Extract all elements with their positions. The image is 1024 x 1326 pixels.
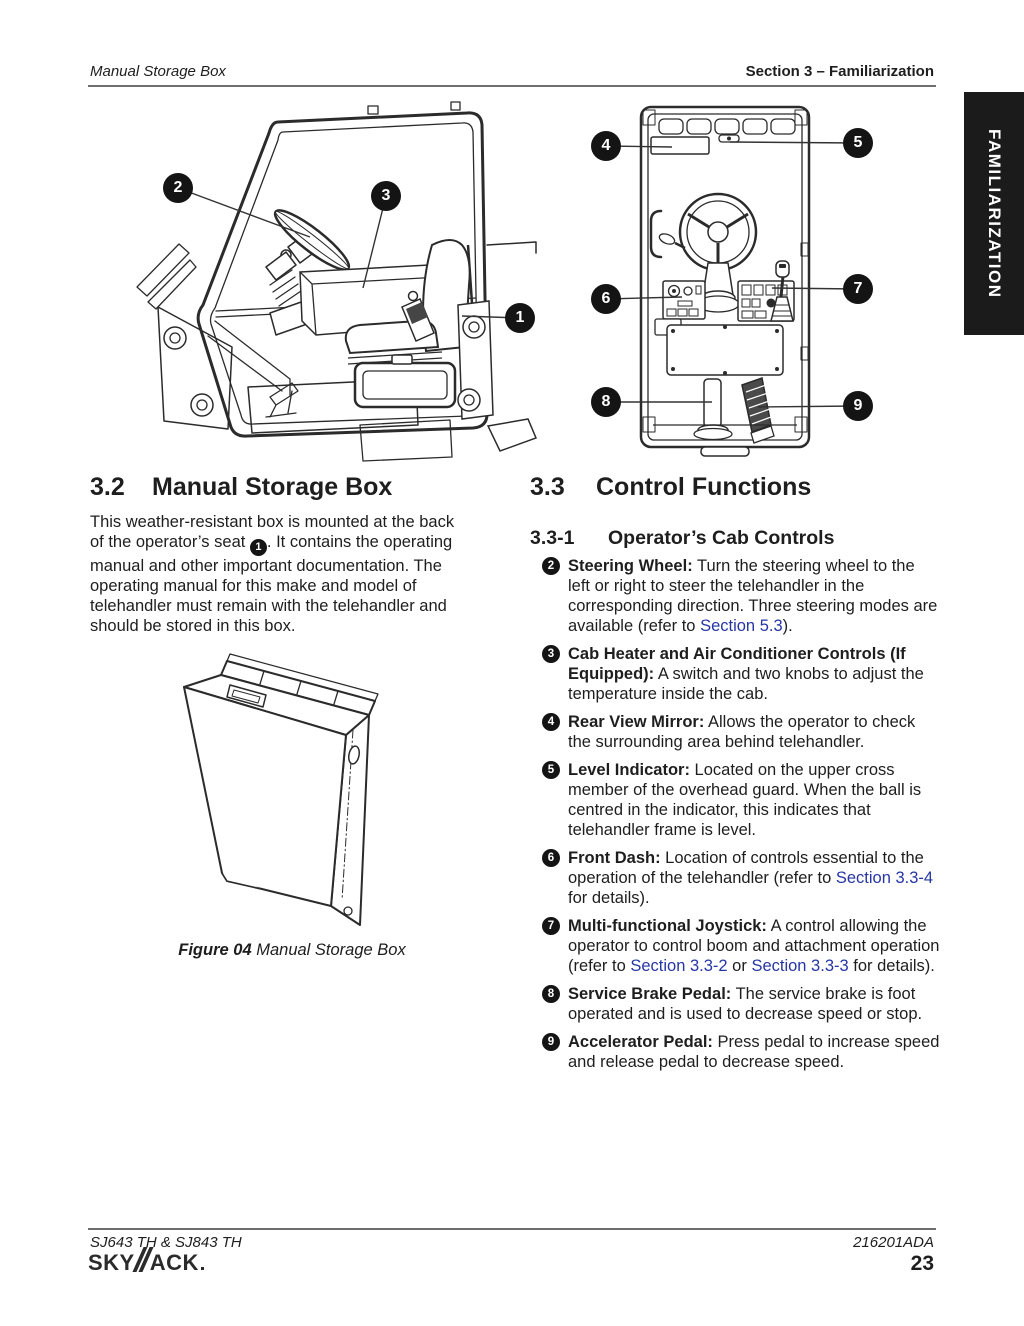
cab-front-view-diagram: 4 5 6 7 8 9: [575, 95, 955, 465]
figure-04-storage-box: [170, 645, 470, 937]
storage-box-line-art: [183, 653, 379, 926]
section-title: Control Functions: [596, 473, 812, 501]
diagram-callout-6: 6: [591, 284, 621, 314]
text-segment: or: [727, 957, 752, 975]
text-segment: ).: [782, 617, 793, 635]
diagram-callout-9: 9: [843, 391, 873, 421]
diagram-callout-2: 2: [163, 173, 193, 203]
cab-side-view-diagram: 2 3 1: [120, 95, 560, 465]
logo-text-post: ACK: [149, 1250, 199, 1275]
text-segment: Level Indicator:: [568, 761, 690, 779]
diagram-callout-7: 7: [843, 274, 873, 304]
text-segment: The service brake is foot operated and i…: [568, 985, 923, 1023]
text-segment: Rear View Mirror:: [568, 713, 705, 731]
skyjack-logo: SKY ACK: [88, 1247, 204, 1276]
text-segment: Figure 04: [178, 941, 257, 959]
item-text: Accelerator Pedal: Press pedal to increa…: [568, 1033, 939, 1071]
familiarization-side-tab: FAMILIARIZATION: [964, 92, 1024, 335]
diagram-callout-5: 5: [843, 128, 873, 158]
side-tab-label: FAMILIARIZATION: [985, 128, 1004, 299]
text-segment: Press pedal to increase speed and releas…: [568, 1033, 940, 1071]
logo-text-pre: SKY: [88, 1250, 135, 1275]
control-item-3: 3 Cab Heater and Air Conditioner Controls…: [530, 644, 940, 704]
item-text: Service Brake Pedal: The service brake i…: [568, 985, 922, 1023]
item-text: Level Indicator: Located on the upper cr…: [568, 761, 921, 839]
item-text: Steering Wheel: Turn the steering wheel …: [568, 557, 937, 635]
footer-doc-code: 216201ADA: [853, 1234, 934, 1251]
text-segment: for details).: [848, 957, 935, 975]
item-text: Multi-functional Joystick: A control all…: [568, 917, 939, 975]
control-item-4: 4 Rear View Mirror: Allows the operator t…: [530, 712, 940, 752]
logo-bolt-icon: [132, 1247, 154, 1272]
text-segment: This weather-resistant box is mounted at…: [90, 513, 455, 551]
text-segment: A switch and two knobs to adjust the tem…: [568, 665, 924, 703]
diagram-callout-4: 4: [591, 131, 621, 161]
subsection-number: 3.3-1: [530, 527, 575, 549]
section-title: Manual Storage Box: [152, 473, 393, 501]
text-segment: Allows the operator to check the surroun…: [568, 713, 916, 751]
control-item-2: 2 Steering Wheel: Turn the steering wheel…: [530, 556, 940, 636]
item-number-badge: 6: [542, 849, 560, 867]
item-text: Front Dash: Location of controls essenti…: [568, 849, 933, 907]
diagram-callout-8: 8: [591, 387, 621, 417]
subsection-title: Operator’s Cab Controls: [608, 527, 835, 549]
section-link[interactable]: Section 3.3-4: [835, 869, 934, 887]
item-number-badge: 7: [542, 917, 560, 935]
figure-caption: Figure 04 Manual Storage Box: [142, 941, 442, 960]
cab-controls-list: 2 Steering Wheel: Turn the steering wheel…: [530, 556, 940, 1080]
storage-paragraph: This weather-resistant box is mounted at…: [90, 512, 468, 636]
text-segment: Location of controls essential to the op…: [568, 849, 924, 887]
text-segment: Located on the upper cross member of the…: [568, 761, 922, 839]
header-rule: [88, 85, 936, 87]
item-text: Rear View Mirror: Allows the operator to…: [568, 713, 915, 751]
callout-badge-1: 1: [249, 538, 267, 556]
section-heading-storage: 3.2 Manual Storage Box: [90, 472, 392, 502]
diagram-callout-3: 3: [371, 181, 401, 211]
item-number-badge: 3: [542, 645, 560, 663]
item-number-badge: 5: [542, 761, 560, 779]
text-segment: Service Brake Pedal:: [568, 985, 732, 1003]
section-number: 3.3: [530, 473, 565, 501]
text-segment: Manual Storage Box: [256, 941, 406, 959]
control-item-6: 6 Front Dash: Location of controls essent…: [530, 848, 940, 908]
text-segment: A control allowing the operator to contr…: [568, 917, 940, 975]
page-number: 23: [910, 1252, 934, 1275]
control-item-5: 5 Level Indicator: Located on the upper c…: [530, 760, 940, 840]
footer-model: SJ643 TH & SJ843 TH: [90, 1234, 242, 1251]
control-item-8: 8 Service Brake Pedal: The service brake …: [530, 984, 940, 1024]
item-number-badge: 4: [542, 713, 560, 731]
cab-front-line-art: [639, 105, 811, 457]
control-item-9: 9 Accelerator Pedal: Press pedal to incre…: [530, 1032, 940, 1072]
item-text: Cab Heater and Air Conditioner Controls …: [568, 645, 924, 703]
diagram-callout-1: 1: [505, 303, 535, 333]
text-segment: Front Dash:: [568, 849, 661, 867]
text-segment: Accelerator Pedal:: [568, 1033, 713, 1051]
text-segment: Cab Heater and Air Conditioner Controls …: [568, 645, 906, 683]
footer-rule: [88, 1228, 936, 1230]
text-segment: Turn the steering wheel to the left or r…: [568, 557, 938, 635]
item-number-badge: 9: [542, 1033, 560, 1051]
section-link[interactable]: Section 3.3-2: [630, 957, 728, 975]
running-header-left: Manual Storage Box: [90, 63, 226, 80]
cab-side-line-art: [136, 101, 537, 462]
section-link[interactable]: Section 3.3-3: [751, 957, 849, 975]
text-segment: for details).: [568, 889, 650, 907]
item-number-badge: 2: [542, 557, 560, 575]
text-segment: . It contains the operating manual and o…: [90, 533, 453, 635]
logo-dot: [200, 1267, 204, 1270]
section-heading-controls: 3.3 Control Functions: [530, 472, 811, 502]
subsection-heading-cab-controls: 3.3-1 Operator’s Cab Controls: [530, 526, 834, 550]
control-item-7: 7 Multi-functional Joystick: A control al…: [530, 916, 940, 976]
section-link[interactable]: Section 5.3: [700, 617, 783, 635]
running-header-right: Section 3 – Familiarization: [745, 63, 934, 80]
text-segment: Multi-functional Joystick:: [568, 917, 767, 935]
text-segment: Steering Wheel:: [568, 557, 693, 575]
section-number: 3.2: [90, 473, 125, 501]
item-number-badge: 8: [542, 985, 560, 1003]
